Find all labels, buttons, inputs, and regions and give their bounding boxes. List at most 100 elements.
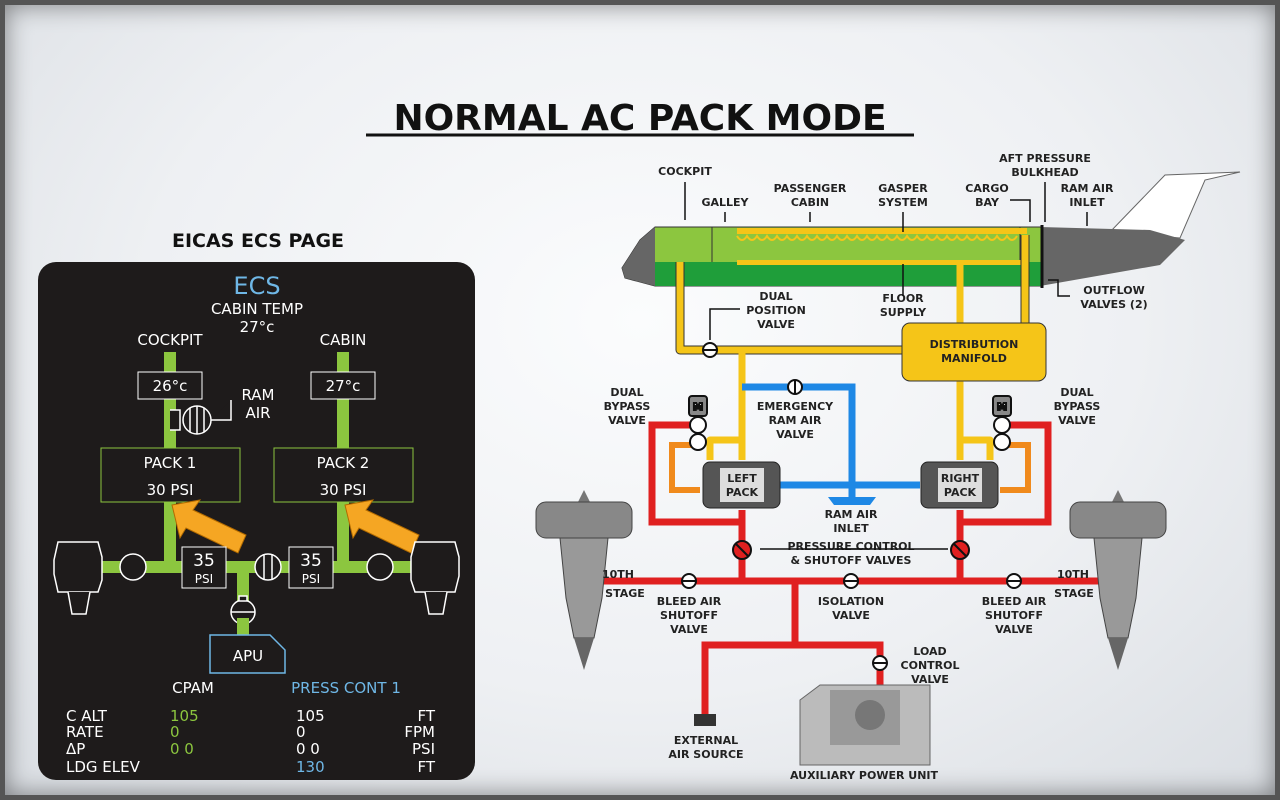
dual-position-valve-icon — [702, 342, 718, 358]
label-10th-stage-right: 10TH — [1057, 568, 1089, 581]
left-engine-icon — [535, 490, 633, 670]
left-pack: LEFT PACK — [702, 461, 781, 509]
external-air-connector — [694, 714, 716, 726]
right-engine-icon — [1069, 490, 1167, 670]
cabin-label: CABIN — [320, 331, 367, 349]
label-emergency-ram: EMERGENCY — [757, 400, 834, 413]
label-bypass-right: VALVE — [1058, 414, 1096, 427]
label-cargo: BAY — [975, 196, 1000, 209]
cabin-temp-label: CABIN TEMP — [211, 300, 303, 318]
conditioned-air-ducts — [675, 235, 1030, 460]
label-10th-stage-right: STAGE — [1054, 587, 1094, 600]
apu-icon — [799, 684, 931, 766]
label-ram-air-inlet: RAM AIR — [1061, 182, 1114, 195]
label-bypass-left: BYPASS — [604, 400, 651, 413]
apu-box — [209, 634, 286, 674]
cpam-value: 0 0 — [170, 740, 194, 758]
pack1-arrow-icon — [171, 499, 247, 554]
row-label: ΔP — [66, 740, 85, 758]
label-bleed-right: VALVE — [995, 623, 1033, 636]
label-bypass-left: VALVE — [608, 414, 646, 427]
pack2-psi: 30 PSI — [320, 481, 367, 499]
label-load-control: VALVE — [911, 673, 949, 686]
aircraft-fuselage — [621, 171, 1241, 288]
right-pressure-control-valve-icon — [950, 540, 970, 560]
label-floor-supply: SUPPLY — [880, 306, 927, 319]
leader-lines — [684, 182, 1088, 550]
cabin-temp-box — [310, 371, 376, 400]
cabin-temp-value: 27°c — [240, 318, 275, 336]
label-apu: AUXILIARY POWER UNIT — [790, 769, 939, 782]
pressurization-table: C ALT 105 105 FT RATE 0 0 FPM ΔP 0 0 0 0… — [66, 707, 436, 776]
right-pack-label-1: RIGHT — [941, 472, 980, 485]
label-outflow: OUTFLOW — [1083, 284, 1144, 297]
label-dual-position: DUAL — [759, 290, 792, 303]
pack2-label: PACK 2 — [317, 454, 370, 472]
label-load-control: CONTROL — [901, 659, 960, 672]
right-bleed-shutoff-valve-icon — [1006, 573, 1022, 589]
label-aft-bulkhead: BULKHEAD — [1011, 166, 1078, 179]
page-title: NORMAL AC PACK MODE — [393, 98, 886, 139]
emergency-ram-air-valve-icon — [787, 379, 803, 395]
right-bleed-valve-icon — [366, 553, 394, 581]
label-cockpit: COCKPIT — [658, 165, 712, 178]
pack1-label: PACK 1 — [144, 454, 197, 472]
label-gasper: SYSTEM — [878, 196, 928, 209]
unit: FT — [417, 707, 435, 725]
label-pcsv: PRESSURE CONTROL — [787, 540, 914, 553]
isolation-valve-icon — [254, 553, 282, 581]
pack1-box — [100, 447, 241, 503]
isolation-valve-icon — [843, 573, 859, 589]
label-pcsv: & SHUTOFF VALVES — [791, 554, 912, 567]
left-bleed-shutoff-valve-icon — [681, 573, 697, 589]
duct1-pressure-box — [181, 546, 227, 589]
duct1-value: 35 — [193, 551, 215, 571]
duct2-value: 35 — [300, 551, 322, 571]
duct2-unit: PSI — [302, 572, 320, 586]
press-value: 130 — [296, 758, 325, 776]
press-cont-header: PRESS CONT 1 — [291, 679, 401, 697]
label-10th-stage-left: STAGE — [605, 587, 645, 600]
row-label: C ALT — [66, 707, 108, 725]
right-pack: RIGHT PACK — [920, 461, 999, 509]
label-isolation: VALVE — [832, 609, 870, 622]
eicas-screen: ECS CABIN TEMP 27°c COCKPIT CABIN 26°c 2… — [38, 262, 475, 780]
left-pack-label-1: LEFT — [727, 472, 757, 485]
cpam-value: 0 — [170, 723, 180, 741]
label-load-control: LOAD — [913, 645, 946, 658]
cabin-temp: 27°c — [326, 377, 361, 395]
right-engine-icon — [410, 541, 460, 615]
unit: FT — [417, 758, 435, 776]
label-external-air: AIR SOURCE — [668, 748, 743, 761]
label-outflow: VALVES (2) — [1080, 298, 1147, 311]
ram-air-label-1: RAM — [241, 386, 274, 404]
label-bypass-right: DUAL — [1060, 386, 1093, 399]
label-bleed-right: BLEED AIR — [982, 595, 1047, 608]
label-emergency-ram: VALVE — [776, 428, 814, 441]
label-floor-supply: FLOOR — [882, 292, 924, 305]
label-dual-position: POSITION — [746, 304, 806, 317]
ram-air-label-2: AIR — [245, 404, 270, 422]
label-ram-inlet: RAM AIR — [825, 508, 878, 521]
mixed-air-ducts — [669, 442, 1031, 493]
cpam-header: CPAM — [172, 679, 214, 697]
label-bleed-right: SHUTOFF — [985, 609, 1043, 622]
label-emergency-ram: RAM AIR — [769, 414, 822, 427]
label-external-air: EXTERNAL — [674, 734, 738, 747]
label-ram-inlet: INLET — [833, 522, 869, 535]
cpam-value: 105 — [170, 707, 199, 725]
cockpit-temp-box — [137, 371, 203, 400]
pack1-psi: 30 PSI — [147, 481, 194, 499]
left-engine-icon — [53, 541, 103, 615]
ram-air-inlet-scoop — [828, 497, 876, 505]
label-gasper: GASPER — [878, 182, 928, 195]
label-ram-air-inlet: INLET — [1069, 196, 1105, 209]
right-bypass-valve-icon: M — [992, 395, 1012, 451]
left-bypass-valve-icon: M — [688, 395, 708, 451]
label-bleed-left: SHUTOFF — [660, 609, 718, 622]
press-value: 0 — [296, 723, 306, 741]
unit: FPM — [404, 723, 435, 741]
label-isolation: ISOLATION — [818, 595, 884, 608]
motor-label: M — [997, 402, 1007, 413]
